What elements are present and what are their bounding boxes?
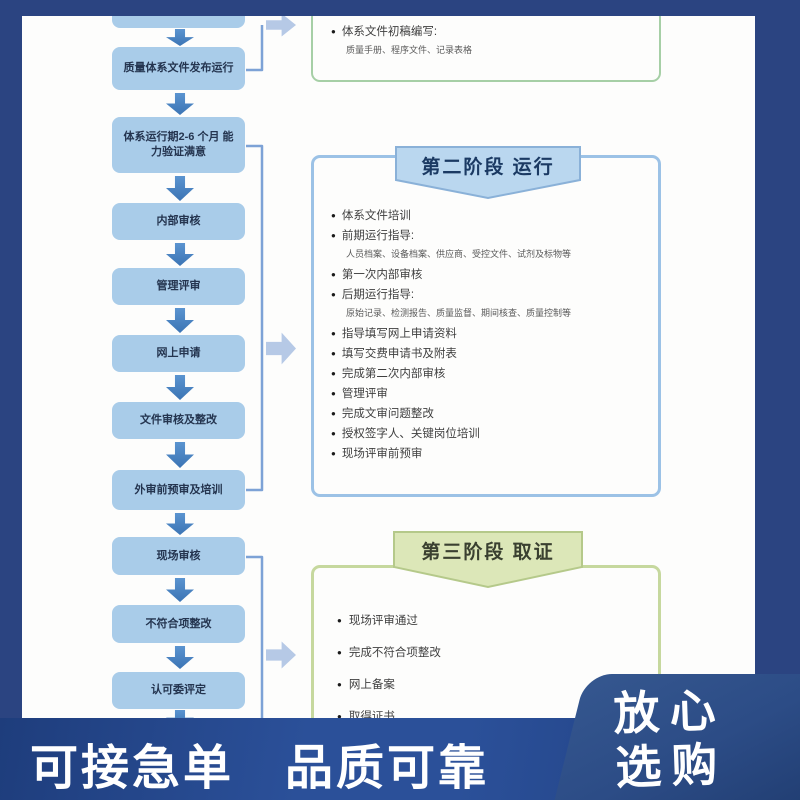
flow-step-1: 质量体系文件发布运行 (112, 47, 245, 90)
list-item: 填写交费申请书及附表 (331, 344, 649, 364)
flow-step-7-label: 外审前预审及培训 (134, 483, 223, 496)
flow-step-4-label: 管理评审 (156, 280, 201, 293)
list-item: 完成不符合项整改 (337, 642, 441, 674)
list-item: 第一次内部审核 (331, 265, 649, 285)
stage2-ribbon: 第二阶段 运行 (395, 146, 581, 200)
ribbon-shape (395, 146, 581, 200)
list-item: 网上备案 (337, 674, 441, 706)
stage3-title: 第三阶段 取证 (421, 542, 555, 563)
flow-step-5-label: 网上申请 (156, 347, 201, 360)
flow-step-5: 网上申请 (112, 335, 245, 372)
stage2-item-list: 体系文件培训 前期运行指导: 人员档案、设备档案、供应商、受控文件、试剂及标物等… (331, 206, 649, 464)
flow-step-3: 内部审核 (112, 203, 245, 240)
flow-step-3-label: 内部审核 (156, 215, 201, 228)
list-item: 授权签字人、关键岗位培训 (331, 424, 649, 444)
flow-step-10: 认可委评定 (112, 672, 245, 709)
flow-step-2: 体系运行期2-6 个月 能力验证满意 (112, 117, 245, 173)
list-item: 指导填写网上申请资料 (331, 324, 649, 344)
ribbon-shape (393, 531, 583, 589)
right-border-bar (755, 0, 800, 800)
top-border-bar (0, 0, 800, 16)
list-item: 管理评审 (331, 384, 649, 404)
flow-step-4: 管理评审 (112, 268, 245, 305)
list-item: 现场评审通过 (337, 610, 441, 642)
list-item-detail: 人员档案、设备档案、供应商、受控文件、试剂及标物等 (346, 249, 572, 259)
flow-step-9: 不符合项整改 (112, 605, 245, 643)
list-item: 后期运行指导: (331, 285, 649, 305)
badge-text: 放心 选购 (569, 670, 800, 797)
elbow-connector-stage3 (246, 555, 264, 732)
list-item: 前期运行指导: (331, 226, 649, 246)
left-border-bar (0, 0, 22, 800)
footer-banner-text: 可接急单 品质可靠 (30, 742, 490, 795)
list-item: 完成文审问题整改 (331, 404, 649, 424)
stage1-item-list: 体系文件初稿编写: 质量手册、程序文件、记录表格 (331, 22, 472, 61)
flow-step-7: 外审前预审及培训 (112, 470, 245, 510)
flow-step-1-label: 质量体系文件发布运行 (123, 62, 234, 75)
stage3-item-list: 现场评审通过 完成不符合项整改 网上备案 取得证书 (337, 610, 441, 738)
flow-step-6: 文件审核及整改 (112, 402, 245, 439)
list-item-detail: 质量手册、程序文件、记录表格 (346, 45, 473, 55)
list-item: 体系文件培训 (331, 206, 649, 226)
list-item-detail: 原始记录、检测报告、质量监督、期间核查、质量控制等 (346, 308, 572, 318)
list-item: 体系文件初稿编写: (331, 22, 472, 42)
footer-corner-badge: 放心 选购 (554, 674, 800, 800)
flow-step-8: 现场审核 (112, 537, 245, 575)
elbow-connector-stage1 (246, 25, 264, 72)
flow-step-6-label: 文件审核及整改 (140, 414, 217, 427)
flow-step-9-label: 不符合项整改 (145, 617, 212, 630)
stage3-ribbon: 第三阶段 取证 (393, 531, 583, 589)
flow-step-8-label: 现场审核 (156, 549, 201, 562)
badge-line2: 选购 (614, 737, 729, 794)
list-item: 完成第二次内部审核 (331, 364, 649, 384)
list-item: 现场评审前预审 (331, 444, 649, 464)
elbow-connector-stage2 (246, 144, 264, 492)
flow-step-2-label: 体系运行期2-6 个月 能力验证满意 (123, 131, 234, 158)
stage2-title: 第二阶段 运行 (421, 157, 555, 178)
badge-line1: 放心 (612, 683, 727, 740)
stage1-panel (311, 8, 661, 82)
flow-step-10-label: 认可委评定 (151, 684, 206, 697)
